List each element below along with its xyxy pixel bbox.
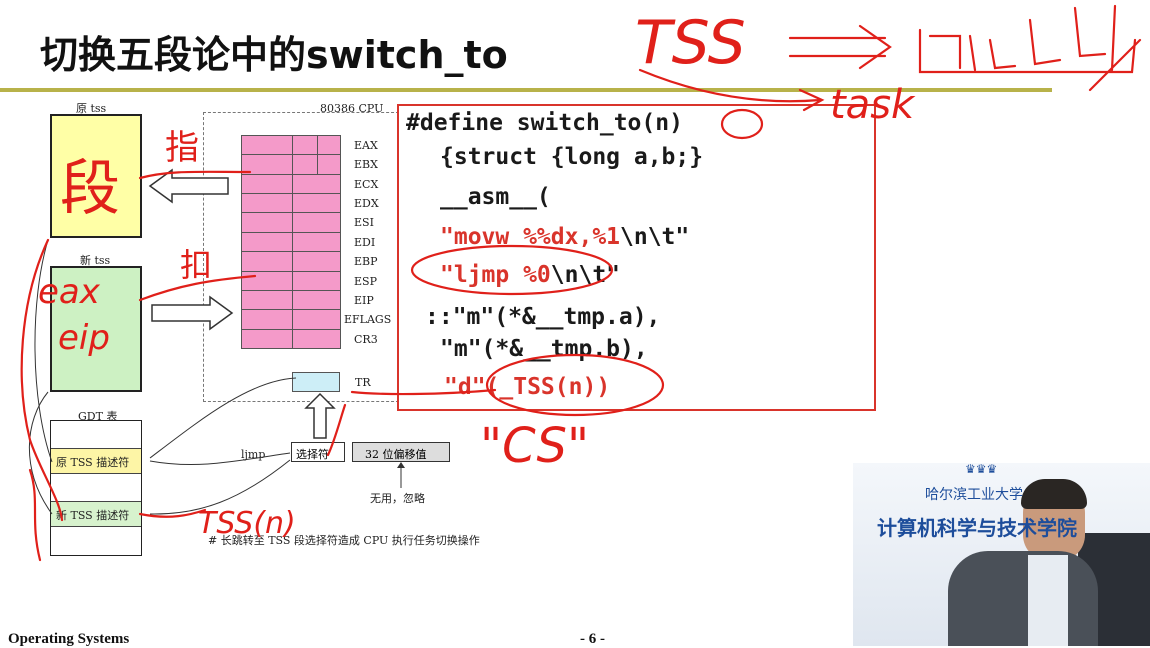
new-tss-label: 新 tss <box>80 254 111 267</box>
webcam-department: 计算机科学与技术学院 <box>877 516 1077 540</box>
presenter-hair <box>1021 479 1087 509</box>
code-line-struct: {struct {long a,b;} <box>440 144 704 170</box>
annotation-task: task <box>830 82 915 128</box>
gdt-table <box>50 420 142 556</box>
code-line-define: #define switch_to(n) <box>406 110 683 136</box>
slide-title: 切换五段论中的switch_to <box>40 33 508 77</box>
register-grid <box>241 135 341 349</box>
code-box <box>397 104 876 411</box>
register-label-ebx: EBX <box>354 158 378 172</box>
load-arrow-icon <box>151 295 234 331</box>
annotation-tss: TSS <box>635 8 746 78</box>
register-label-edi: EDI <box>354 235 376 249</box>
footer-course: Operating Systems <box>8 631 130 647</box>
title-underline <box>0 88 1052 92</box>
presenter-shirt <box>1028 555 1068 646</box>
unused-label: 无用，忽略 <box>370 492 425 505</box>
gdt-new-entry-label: 新 TSS 描述符 <box>56 509 130 522</box>
code-line-ljmp: "ljmp %0\n\t" <box>440 262 620 288</box>
webcam-overlay <box>853 463 1150 646</box>
annotation-tssn: TSS(n) <box>198 506 296 541</box>
code-movw-black: \n\t" <box>620 224 690 250</box>
offset-label: 32 位偏移值 <box>365 448 427 461</box>
new-tss-box <box>50 266 142 392</box>
register-label-eip: EIP <box>354 293 374 307</box>
code-line-asm: __asm__( <box>440 184 551 210</box>
gdt-old-entry: 原 TSS 描述符 <box>51 448 141 474</box>
tr-arrow-icon <box>304 392 336 439</box>
tr-register <box>292 372 340 392</box>
gdt-new-entry: 新 TSS 描述符 <box>51 501 141 527</box>
annotation-zhi: 指 <box>165 128 199 168</box>
annotation-duan: 段 <box>60 154 120 224</box>
gdt-old-entry-label: 原 TSS 描述符 <box>56 456 130 469</box>
code-line-tmp-a: ::"m"(*&__tmp.a), <box>425 304 661 330</box>
cpu-label: 80386 CPU <box>320 102 384 115</box>
register-label-ebp: EBP <box>354 255 378 269</box>
annotation-eip: eip <box>58 318 110 358</box>
code-ljmp-black: \n\t" <box>550 262 621 288</box>
webcam-school-name: 哈尔滨工业大学 <box>925 487 1023 503</box>
code-line-movw: "movw %%dx,%1\n\t" <box>440 224 689 250</box>
diagram-caption: # 长跳转至 TSS 段选择符造成 CPU 执行任务切换操作 <box>208 534 480 547</box>
register-label-edx: EDX <box>354 197 379 211</box>
old-tss-label: 原 tss <box>76 102 107 115</box>
code-ljmp-red: "ljmp %0 <box>440 262 551 288</box>
save-arrow-icon <box>148 168 229 204</box>
register-label-esi: ESI <box>354 216 374 230</box>
register-label-cr3: CR3 <box>354 332 378 346</box>
footer-page-number: - 6 - <box>580 631 605 647</box>
annotation-cs: "CS" <box>480 418 590 474</box>
register-cell <box>241 328 341 349</box>
tr-label: TR <box>355 376 371 389</box>
code-movw-red: "movw %%dx,%1 <box>440 224 621 250</box>
old-tss-box <box>50 114 142 238</box>
register-label-ecx: ECX <box>354 177 379 191</box>
register-label-eflags: EFLAGS <box>344 313 392 327</box>
register-label-eax: EAX <box>354 139 378 152</box>
presenter-body <box>948 551 1098 646</box>
code-line-tss: "d"(_TSS(n)) <box>444 374 611 400</box>
selector-label: 选择符 <box>296 448 329 461</box>
register-label-esp: ESP <box>354 274 377 288</box>
school-logo-icon: ♛♛♛ <box>965 462 998 476</box>
gdt-label: GDT 表 <box>78 410 118 423</box>
annotation-eax: eax <box>38 272 100 312</box>
annotation-ru: 扣 <box>180 246 213 284</box>
offset-box: 32 位偏移值 <box>352 442 450 462</box>
